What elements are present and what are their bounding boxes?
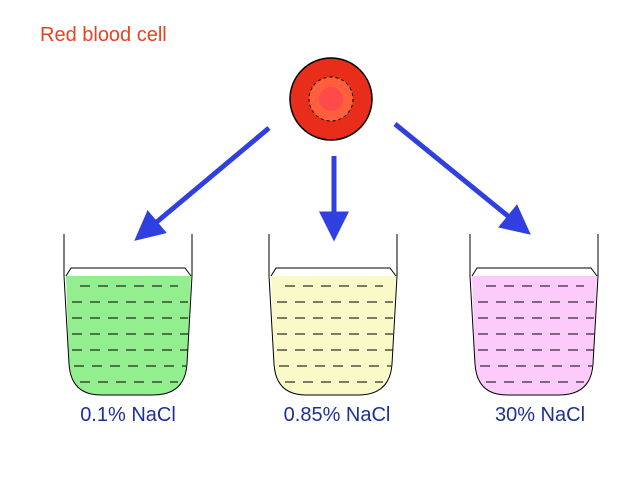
diagram-title: Red blood cell <box>40 24 167 46</box>
beaker-3-label: 30% NaCl <box>494 404 586 426</box>
beaker-1-meniscus <box>65 267 192 277</box>
beaker-1-glass <box>63 234 193 396</box>
beaker-3-meniscus <box>471 267 598 277</box>
beaker-3-dashes <box>478 285 594 383</box>
beaker-1-dashes <box>72 285 188 383</box>
arrow-left <box>134 126 271 241</box>
beaker-1-liquid <box>66 276 191 395</box>
beaker-2 <box>268 234 398 396</box>
beaker-2-liquid <box>271 276 396 395</box>
cell-core <box>319 87 343 111</box>
beaker-1-label: 0.1% NaCl <box>80 404 176 426</box>
beaker-2-dashes <box>277 285 393 383</box>
beaker-2-label: 0.85% NaCl <box>283 404 391 426</box>
beaker-2-glass <box>268 234 398 396</box>
beaker-3-glass <box>469 234 599 396</box>
beaker-1 <box>63 234 193 396</box>
arrows <box>134 122 531 242</box>
red-blood-cell <box>289 57 373 141</box>
beaker-2-meniscus <box>270 267 397 277</box>
beaker-3 <box>469 234 599 396</box>
beaker-3-liquid <box>472 276 597 395</box>
arrow-right <box>393 122 531 235</box>
